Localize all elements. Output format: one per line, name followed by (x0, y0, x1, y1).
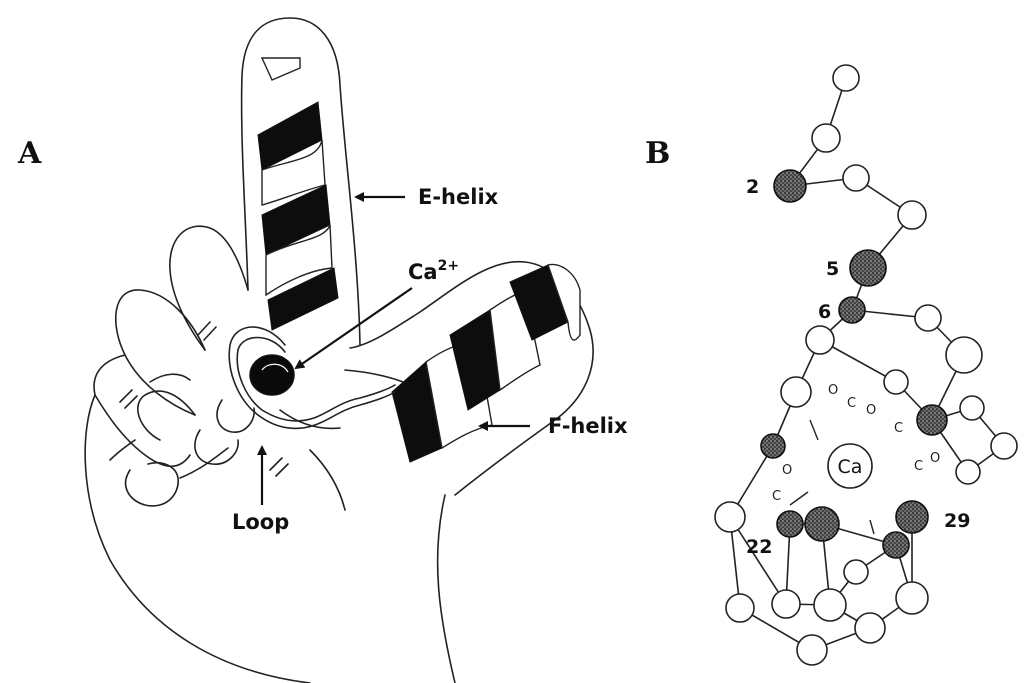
panel-a-letter: A (17, 136, 42, 171)
svg-text:O: O (930, 451, 940, 466)
atoms-dark (761, 170, 947, 558)
calcium-label: Ca (408, 260, 438, 284)
residue-5-label: 5 (826, 258, 839, 280)
label-f-helix: F-helix (480, 414, 628, 438)
e-helix-ribbon (258, 58, 338, 330)
svg-text:O: O (782, 463, 792, 478)
svg-text:O: O (828, 383, 838, 398)
svg-text:Ca2+: Ca2+ (408, 258, 459, 284)
calcium-center: Ca (828, 444, 872, 488)
calcium-ion (250, 355, 294, 395)
loop-label: Loop (232, 510, 289, 534)
residue-6-label: 6 (818, 301, 831, 323)
svg-text:C: C (772, 489, 781, 504)
residue-22-label: 22 (746, 536, 772, 558)
calcium-charge-label: 2+ (438, 258, 459, 274)
svg-text:C: C (847, 396, 856, 411)
panel-b: B (645, 65, 1017, 665)
svg-text:C: C (894, 421, 903, 436)
residue-29-label: 29 (944, 510, 970, 532)
calcium-center-label: Ca (838, 456, 863, 478)
f-helix-label: F-helix (548, 414, 628, 438)
residue-2-label: 2 (746, 176, 759, 198)
panel-a: A (17, 18, 628, 683)
svg-text:O: O (866, 403, 876, 418)
svg-text:C: C (914, 459, 923, 474)
panel-b-letter: B (645, 136, 670, 171)
label-e-helix: E-helix (356, 185, 499, 209)
e-helix-label: E-helix (418, 185, 499, 209)
